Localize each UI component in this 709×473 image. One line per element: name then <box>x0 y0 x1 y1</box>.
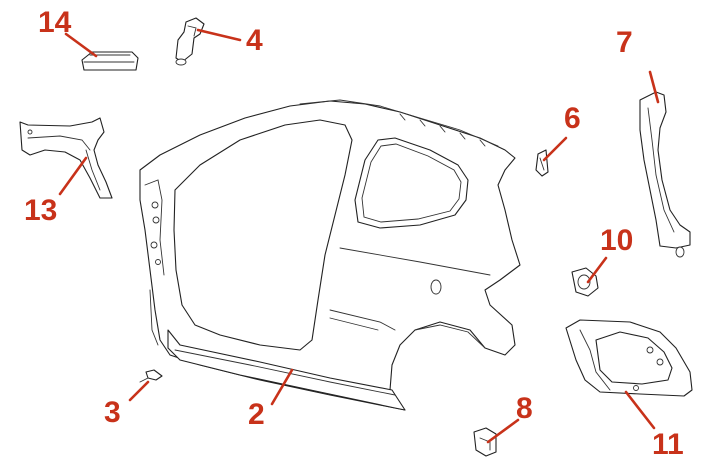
callout-11: 11 <box>652 428 684 461</box>
leader-2 <box>270 368 294 406</box>
body-side-panel <box>139 99 521 411</box>
callout-8: 8 <box>516 392 533 425</box>
callout-7: 7 <box>616 26 633 59</box>
part-10-drawing <box>571 267 599 297</box>
part-11-drawing <box>565 319 693 397</box>
callout-6: 6 <box>564 102 581 135</box>
part-7-drawing <box>639 91 691 258</box>
callout-14: 14 <box>38 6 72 39</box>
leader-4 <box>196 28 242 42</box>
part-13-drawing <box>19 117 113 199</box>
leader-lines <box>58 28 660 444</box>
part-4-drawing <box>175 17 205 66</box>
callout-2: 2 <box>248 398 265 431</box>
leader-11 <box>624 390 656 430</box>
part-3-drawing <box>139 369 163 383</box>
callout-13: 13 <box>24 194 58 227</box>
part-14-drawing <box>81 51 139 71</box>
leader-7 <box>648 70 660 104</box>
callout-10: 10 <box>600 224 634 257</box>
leader-8 <box>486 418 520 444</box>
leader-10 <box>586 256 608 284</box>
part-6-drawing <box>535 149 549 177</box>
leader-6 <box>542 136 568 162</box>
leader-3 <box>128 380 150 402</box>
callout-3: 3 <box>104 396 121 429</box>
callout-4: 4 <box>246 24 263 57</box>
leader-13 <box>58 156 88 196</box>
part-8-drawing <box>473 427 497 457</box>
leader-14 <box>64 32 98 58</box>
